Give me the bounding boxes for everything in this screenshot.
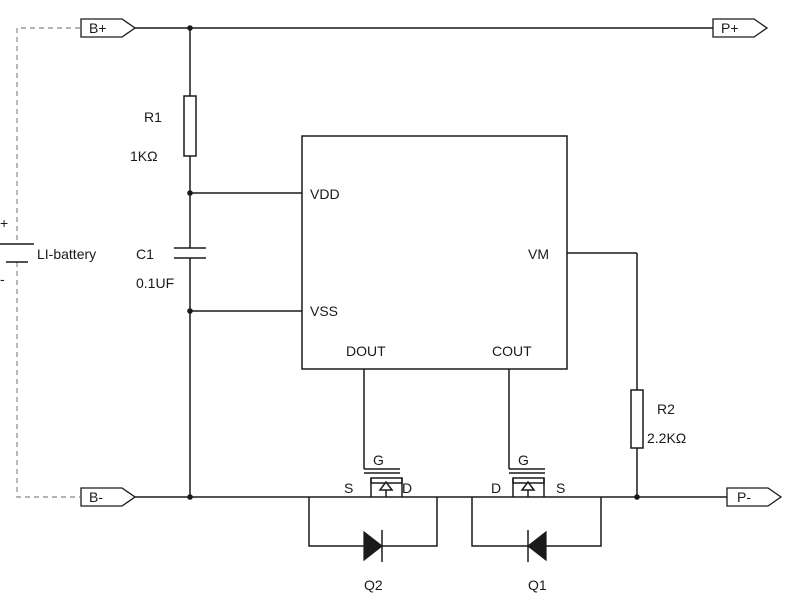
q1-body-diode: Q1: [471, 497, 602, 593]
left-branch: [187, 28, 302, 497]
capacitor-c1: C1 0.1UF: [136, 246, 206, 291]
battery-label: LI-battery: [37, 246, 96, 262]
q2-body-diode: Q2: [308, 497, 438, 593]
battery-minus-sign: -: [0, 271, 5, 287]
protection-ic: VDD VSS VM DOUT COUT: [301, 135, 568, 370]
port-p-minus-label: P-: [737, 489, 751, 505]
r2-value: 2.2KΩ: [647, 430, 686, 446]
port-p-plus-label: P+: [721, 20, 739, 36]
q1-source-label: S: [556, 480, 565, 496]
q1-name: Q1: [528, 577, 547, 593]
port-p-minus: P-: [726, 487, 783, 507]
ic-pin-vdd: VDD: [310, 186, 340, 202]
ic-pin-vss: VSS: [310, 303, 338, 319]
bottom-rail: [135, 494, 727, 500]
q2-gate-label: G: [373, 452, 384, 468]
port-p-plus: P+: [712, 18, 769, 38]
port-b-minus: B-: [80, 487, 137, 507]
resistor-r2: R2 2.2KΩ: [630, 389, 686, 449]
q1-drain-label: D: [491, 480, 501, 496]
c1-value: 0.1UF: [136, 275, 174, 291]
q2-source-label: S: [344, 480, 353, 496]
port-b-minus-label: B-: [89, 489, 103, 505]
battery-symbol: + - LI-battery: [0, 27, 96, 498]
ic-pin-cout: COUT: [492, 343, 532, 359]
ic-pin-dout: DOUT: [346, 343, 386, 359]
top-rail: [135, 25, 713, 31]
q2-name: Q2: [364, 577, 383, 593]
q2-drain-label: D: [402, 480, 412, 496]
c1-name: C1: [136, 246, 154, 262]
vm-branch: [567, 252, 638, 497]
battery-plus-sign: +: [0, 215, 8, 231]
mosfet-q2: G S D: [344, 369, 412, 498]
r1-value: 1KΩ: [130, 148, 158, 164]
port-b-plus: B+: [80, 18, 137, 38]
q1-gate-label: G: [518, 452, 529, 468]
port-b-plus-label: B+: [89, 20, 107, 36]
ic-pin-vm: VM: [528, 246, 549, 262]
resistor-r1: R1 1KΩ: [130, 95, 197, 164]
mosfet-q1: G D S: [491, 369, 565, 498]
r1-name: R1: [144, 109, 162, 125]
r2-name: R2: [657, 401, 675, 417]
